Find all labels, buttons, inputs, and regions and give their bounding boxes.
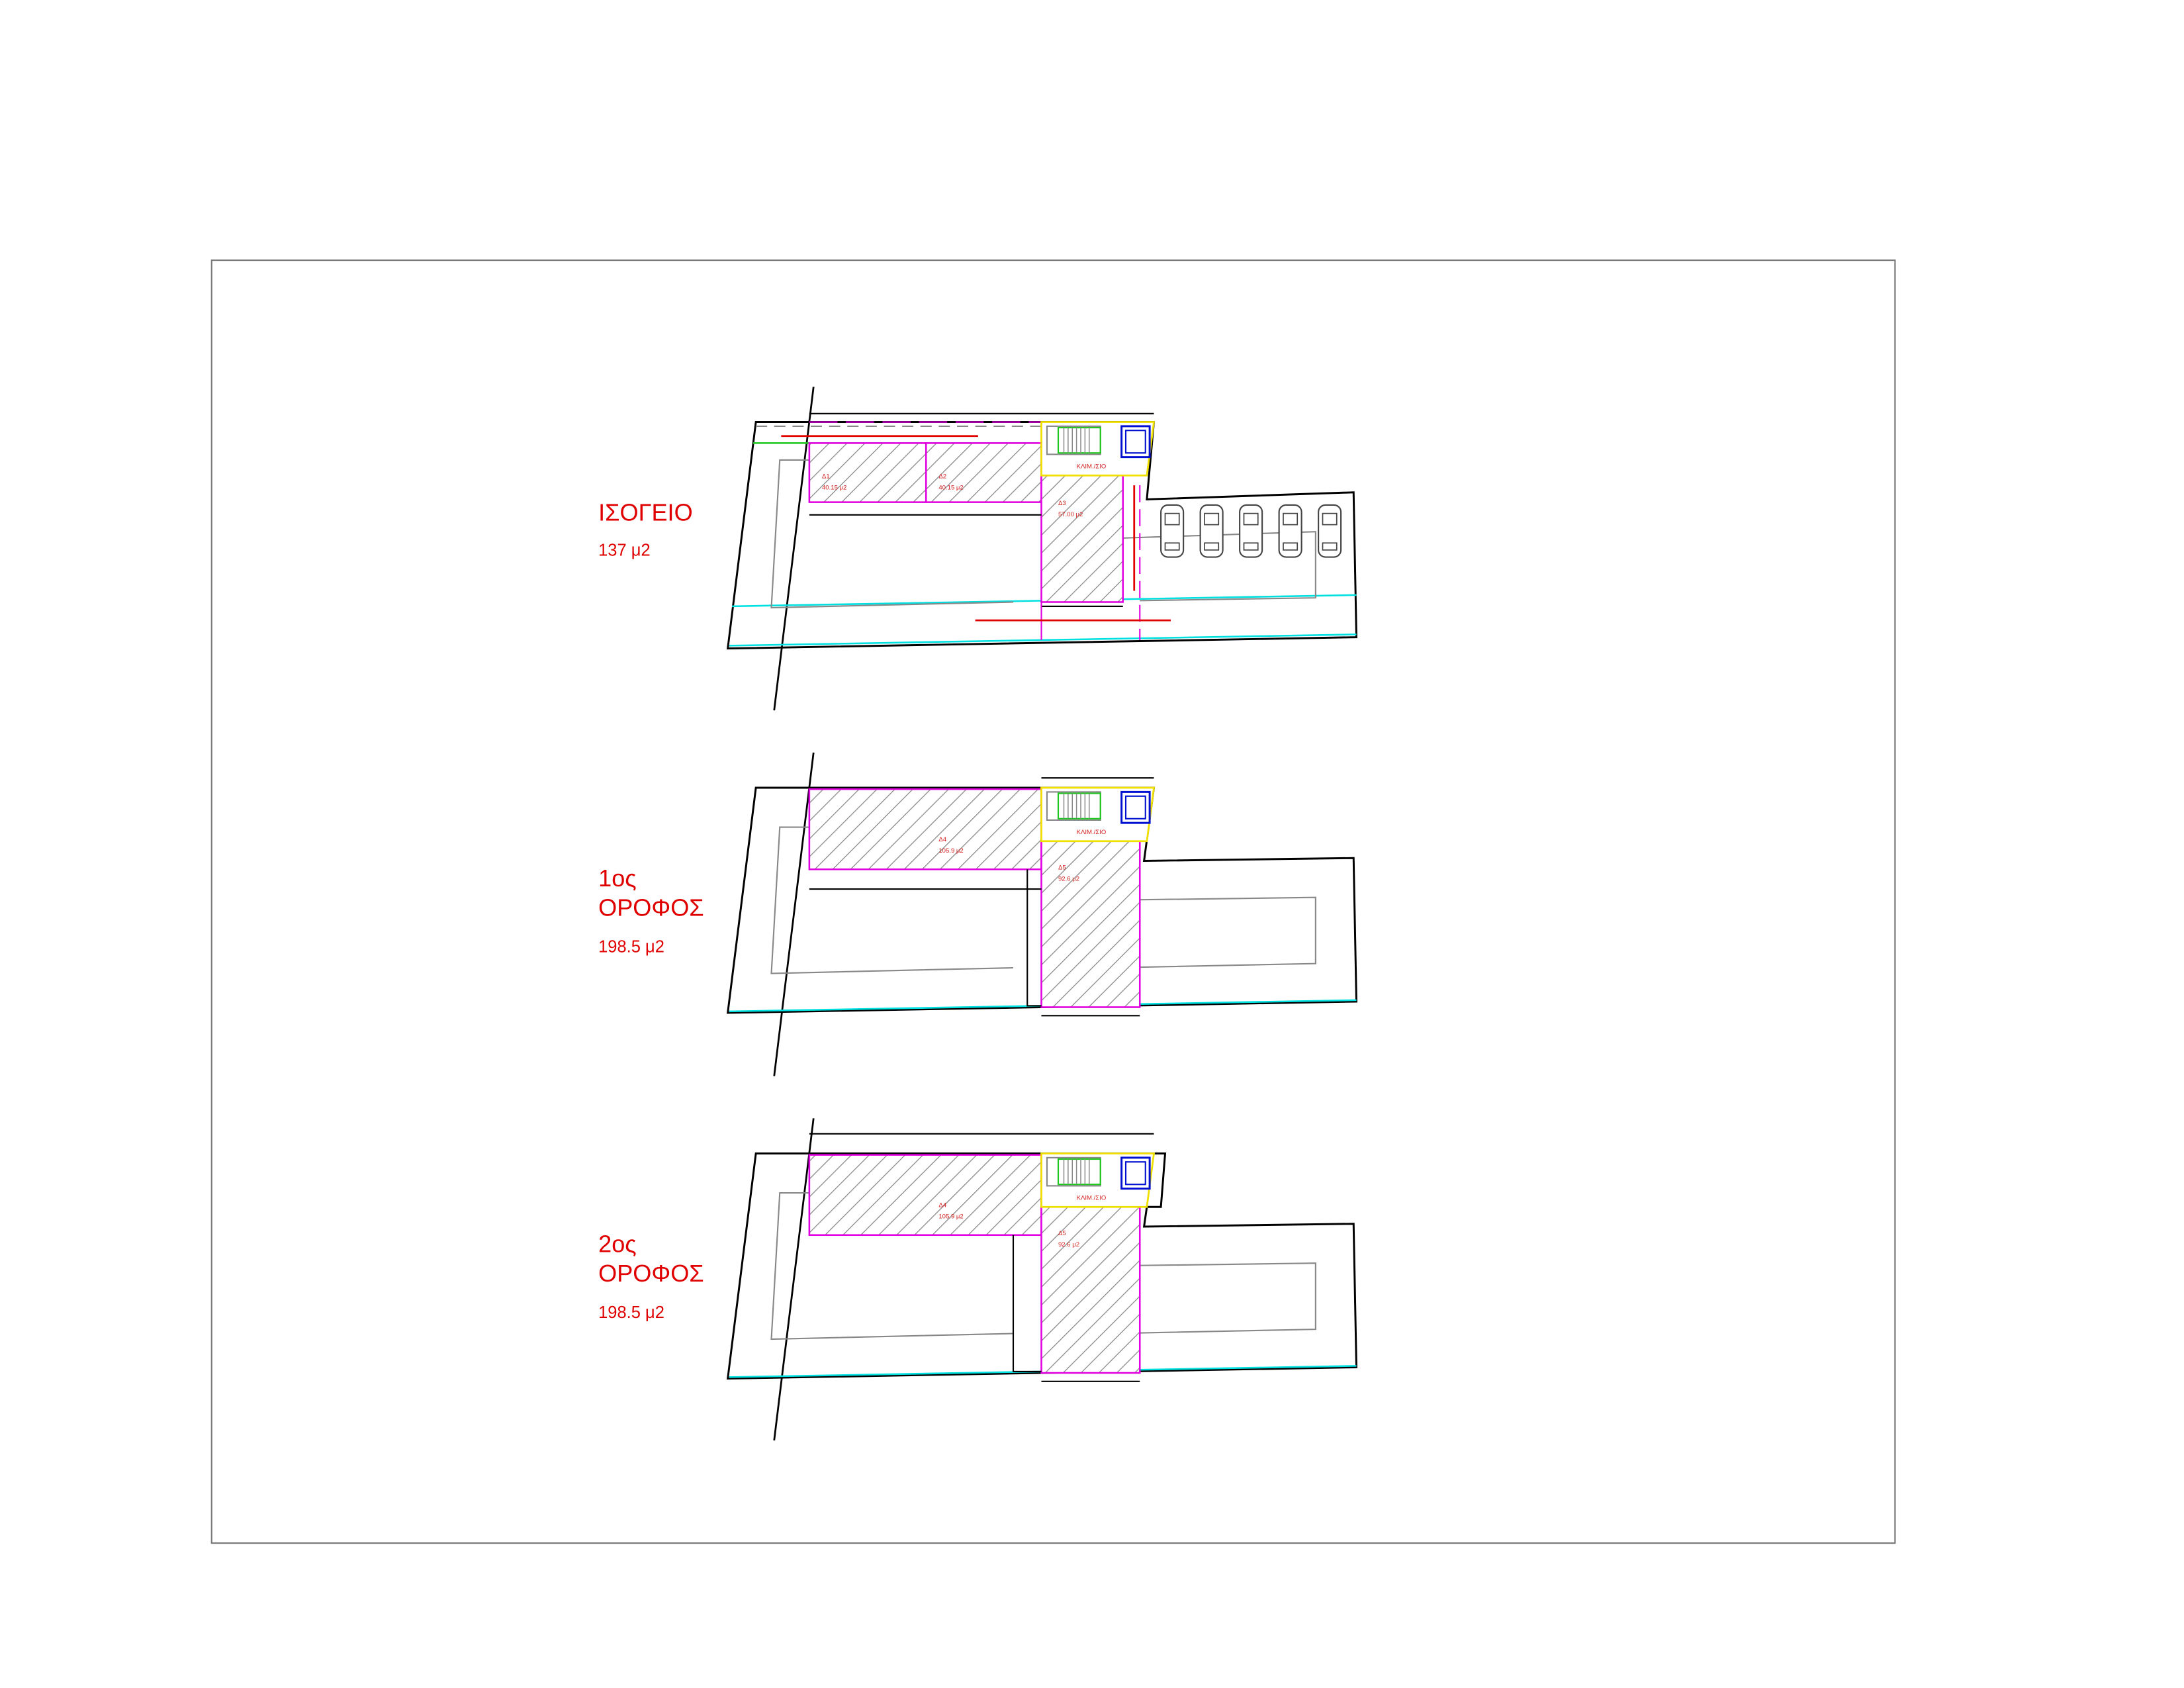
plan-ground-floor: ΙΣΟΓΕΙΟ 137 μ2 Δ1 40.15 μ2 Δ2 40.15 μ2 Δ… bbox=[598, 387, 1358, 711]
unit-label: Δ4 bbox=[938, 836, 946, 843]
unit-d4 bbox=[808, 1154, 1042, 1237]
unit-label: Δ2 bbox=[938, 473, 946, 481]
boundary-line bbox=[773, 387, 815, 711]
unit-area: 105.9 μ2 bbox=[938, 1213, 963, 1220]
unit-label: Δ5 bbox=[1058, 1230, 1066, 1237]
sheet-frame bbox=[210, 259, 1896, 1544]
floor-title-line1: 1ος bbox=[598, 865, 637, 892]
site-outline bbox=[726, 421, 1358, 650]
stair-label: ΚΛΙΜ./ΣΙΟ bbox=[1077, 1195, 1107, 1202]
unit-label: Δ3 bbox=[1058, 500, 1066, 507]
unit-d5 bbox=[1040, 1205, 1141, 1374]
floor-area: 198.5 μ2 bbox=[598, 1303, 664, 1322]
unit-area: 40.15 μ2 bbox=[822, 485, 846, 492]
stair-label: ΚΛΙΜ./ΣΙΟ bbox=[1077, 829, 1107, 836]
unit-d3 bbox=[1040, 474, 1124, 603]
site-outline bbox=[726, 1152, 1358, 1380]
unit-label: Δ4 bbox=[938, 1201, 946, 1209]
floor-title-line1: 2ος bbox=[598, 1230, 637, 1257]
unit-area: 40.15 μ2 bbox=[938, 485, 963, 492]
floor-title-line2: ΟΡΟΦΟΣ bbox=[598, 1260, 704, 1287]
unit-d2 bbox=[925, 442, 1042, 503]
unit-label: Δ1 bbox=[822, 473, 830, 481]
unit-label: Δ5 bbox=[1058, 864, 1066, 871]
stair-label: ΚΛΙΜ./ΣΙΟ bbox=[1077, 463, 1107, 471]
unit-d5 bbox=[1040, 840, 1141, 1008]
unit-area: 92.6 μ2 bbox=[1058, 875, 1079, 882]
floor-area: 137 μ2 bbox=[598, 541, 651, 559]
unit-area: 57.00 μ2 bbox=[1058, 511, 1083, 518]
unit-area: 105.9 μ2 bbox=[938, 847, 963, 855]
unit-area: 92.6 μ2 bbox=[1058, 1241, 1079, 1248]
plan-first-floor: 1ος ΟΡΟΦΟΣ 198.5 μ2 Δ4 105.9 μ2 Δ5 92.6 … bbox=[598, 752, 1358, 1076]
unit-d1 bbox=[808, 442, 927, 503]
unit-d4 bbox=[808, 788, 1042, 870]
floor-area: 198.5 μ2 bbox=[598, 938, 664, 957]
floor-title-line2: ΟΡΟΦΟΣ bbox=[598, 894, 704, 921]
plan-second-floor: 2ος ΟΡΟΦΟΣ 198.5 μ2 Δ4 105.9 μ2 Δ5 92.6 … bbox=[598, 1118, 1358, 1441]
floor-title: ΙΣΟΓΕΙΟ bbox=[598, 498, 693, 526]
parking-cars bbox=[1160, 504, 1342, 558]
